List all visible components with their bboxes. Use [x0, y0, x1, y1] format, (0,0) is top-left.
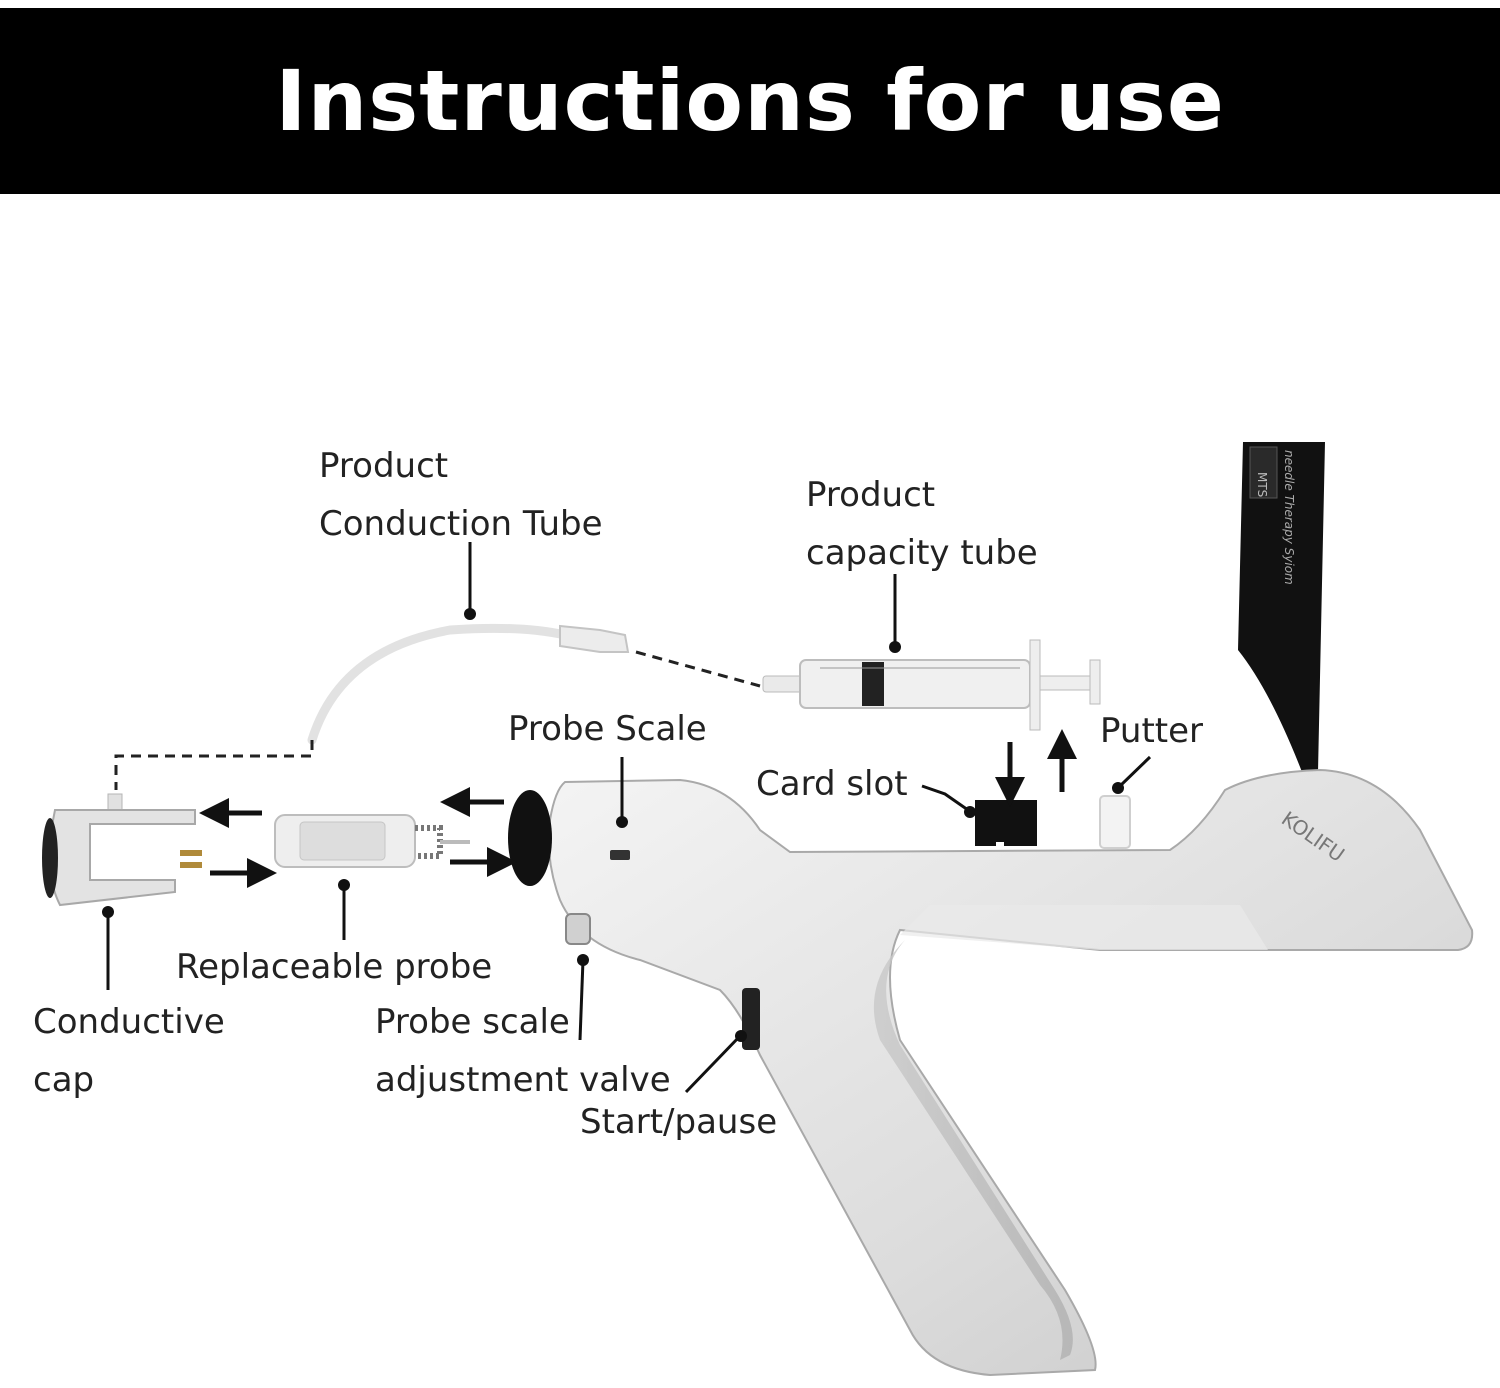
label-adjustment-valve-line1: Probe scale	[375, 1002, 570, 1042]
putter	[1099, 795, 1131, 849]
label-adjustment-valve: Probe scale adjustment valve	[375, 993, 671, 1109]
adjustment-valve-knob[interactable]	[565, 913, 591, 945]
label-replaceable-probe: Replaceable probe	[176, 947, 493, 987]
pen-body: KOLIFU	[547, 768, 1474, 1377]
tube-connector	[559, 624, 630, 653]
header-banner: Instructions for use	[0, 8, 1500, 194]
nose-ring	[508, 790, 552, 886]
label-capacity-tube-line2: capacity tube	[806, 533, 1038, 573]
label-putter: Putter	[1100, 711, 1204, 751]
label-conductive-cap: Conductive cap	[33, 993, 225, 1109]
label-conduction-tube: Product Conduction Tube	[319, 437, 603, 553]
replaceable-probe	[274, 814, 470, 868]
label-conduction-tube-line2: Conduction Tube	[319, 504, 603, 544]
label-conduction-tube-line1: Product	[319, 446, 449, 486]
card-slot-notch	[996, 842, 1004, 848]
label-capacity-tube-line1: Product	[806, 475, 936, 515]
conduction-tube	[307, 623, 570, 745]
label-capacity-tube: Product capacity tube	[806, 466, 1038, 582]
label-adjustment-valve-line2: adjustment valve	[375, 1060, 671, 1100]
leader-dots	[102, 608, 1124, 1042]
label-start-pause: Start/pause	[580, 1102, 778, 1142]
probe-scale-indicator	[610, 850, 630, 860]
label-card-slot: Card slot	[756, 764, 908, 804]
page-title: Instructions for use	[275, 52, 1225, 150]
card: MTS needle Therapy Syiom	[1238, 442, 1325, 772]
tube-to-syringe-dash	[635, 650, 761, 688]
label-probe-scale: Probe Scale	[508, 709, 707, 749]
card-print-text: needle Therapy Syiom	[1282, 450, 1296, 585]
label-conductive-cap-line1: Conductive	[33, 1002, 225, 1042]
tube-to-cap-dash	[114, 740, 314, 790]
syringe	[762, 639, 1101, 731]
card-tag-text: MTS	[1255, 472, 1269, 497]
card-slot	[975, 800, 1037, 846]
conductive-cap	[42, 793, 202, 907]
leader-lines	[106, 542, 1152, 1094]
label-conductive-cap-line2: cap	[33, 1060, 95, 1100]
